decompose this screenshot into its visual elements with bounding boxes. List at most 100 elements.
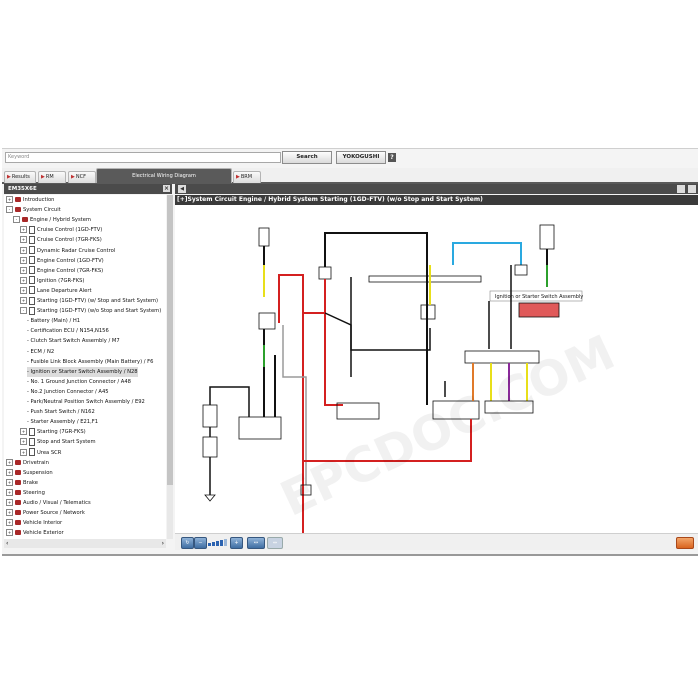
tree-item[interactable]: + Brake <box>6 478 38 488</box>
highlighted-switch-assembly[interactable] <box>518 302 560 318</box>
expand-icon[interactable]: + <box>6 196 13 203</box>
tree-item[interactable]: +Starting (1GD-FTV) (w/ Stop and Start S… <box>20 296 158 306</box>
export-icon[interactable] <box>688 185 696 193</box>
tree-item[interactable]: +Engine Control (1GD-FTV) <box>20 256 104 266</box>
tree-item[interactable]: - No. 1 Ground Junction Connector / A48 <box>27 377 131 387</box>
expand-icon[interactable]: + <box>6 499 13 506</box>
export-orange-icon[interactable] <box>676 537 694 549</box>
expand-icon[interactable]: + <box>20 236 27 244</box>
tab-brm[interactable]: ▶BRM <box>233 171 261 183</box>
expand-icon[interactable]: + <box>20 256 27 264</box>
zoom-out-icon[interactable]: − <box>194 537 207 549</box>
tree-item[interactable]: -System Circuit <box>6 205 61 215</box>
tree-item[interactable]: +Audio / Visual / Telematics <box>6 498 91 508</box>
fit-width-icon[interactable]: ↔ <box>247 537 265 549</box>
tree-item[interactable]: +Urea SCR <box>20 448 61 458</box>
expand-icon[interactable]: + <box>6 458 13 466</box>
tree-item-label: Cruise Control (7GR-FKS) <box>37 237 102 244</box>
search-button[interactable]: Search <box>282 151 332 164</box>
tree-item[interactable]: +Ignition (7GR-FKS) <box>20 276 84 286</box>
book-icon <box>15 207 21 213</box>
expand-icon[interactable]: + <box>6 509 13 517</box>
document-icon <box>29 437 35 446</box>
tab-results[interactable]: ▶Results <box>4 171 36 183</box>
collapse-icon[interactable]: - <box>13 216 20 224</box>
tree-item[interactable]: +Dynamic Radar Cruise Control <box>20 246 115 256</box>
wiring-diagram: Ignition or Starter Switch Assembly EPCD… <box>202 224 623 533</box>
tree-item[interactable]: +Lane Departure Alert <box>20 286 92 296</box>
tree-item-label: - Fusible Link Block Assembly (Main Batt… <box>27 358 154 365</box>
switch-component <box>539 224 555 250</box>
scroll-right-icon[interactable]: › <box>161 540 164 547</box>
tree-item[interactable]: +Power Source / Network <box>6 508 85 518</box>
expand-icon[interactable]: + <box>6 488 13 496</box>
tree-item-label: Brake <box>23 479 38 486</box>
tree-item[interactable]: + Cruise Control (1GD-FTV) <box>20 225 102 235</box>
tab-electrical-wiring-diagram[interactable]: Electrical Wiring Diagram <box>96 168 232 183</box>
tree-item[interactable]: +Drivetrain <box>6 458 49 468</box>
tree-item[interactable]: +Vehicle Exterior <box>6 528 64 538</box>
tree-item[interactable]: - Clutch Start Switch Assembly / M7 <box>27 336 120 346</box>
expand-icon[interactable]: + <box>6 478 13 486</box>
tree-item[interactable]: + Steering <box>6 488 45 498</box>
collapse-panel-icon[interactable]: ◀ <box>178 185 186 193</box>
tree-item[interactable]: - Fusible Link Block Assembly (Main Batt… <box>27 357 153 367</box>
tree-item[interactable]: - No.2 Junction Connector / A45 <box>27 387 109 397</box>
print-icon[interactable] <box>677 185 685 193</box>
tree-item[interactable]: -Starting (1GD-FTV) (w/o Stop and Start … <box>20 306 161 316</box>
tree-item[interactable]: - Push Start Switch / N162 <box>27 407 95 417</box>
tree-vertical-scrollbar[interactable] <box>167 195 173 539</box>
tree-item[interactable]: - Battery (Main) / H1 <box>27 316 80 326</box>
document-icon <box>29 246 35 254</box>
tree-item[interactable]: - Starter Assembly / E21,F1 <box>27 417 98 427</box>
expand-icon[interactable]: + <box>20 246 27 254</box>
scrollbar-thumb[interactable] <box>167 195 173 485</box>
refresh-icon[interactable]: ↻ <box>181 537 194 549</box>
expand-icon[interactable]: + <box>20 448 27 456</box>
expand-icon[interactable]: + <box>20 297 27 304</box>
tree-item[interactable]: -Engine / Hybrid System <box>13 215 91 225</box>
expand-icon[interactable]: + <box>20 276 27 284</box>
tree-item[interactable]: - ECM / N2 <box>27 347 54 357</box>
expand-icon[interactable]: + <box>20 286 27 294</box>
diagram-title: [+]System Circuit Engine / Hybrid System… <box>175 195 698 205</box>
expand-icon[interactable]: + <box>20 438 27 446</box>
tree-item[interactable]: - Park/Neutral Position Switch Assembly … <box>27 397 145 407</box>
left-panel-header: EM35X6E × <box>4 184 172 194</box>
tree-item[interactable]: +Stop and Start System <box>20 437 96 447</box>
collapse-icon[interactable]: - <box>6 206 13 214</box>
wire-red-hidden <box>325 313 471 405</box>
tree-item-label: Steering <box>23 489 45 496</box>
expand-icon[interactable]: + <box>6 468 13 476</box>
tree-item[interactable]: +Engine Control (7GR-FKS) <box>20 266 103 276</box>
search-input[interactable]: Keyword <box>5 152 281 163</box>
expand-icon[interactable]: + <box>20 428 27 436</box>
collapse-icon[interactable]: - <box>20 307 27 315</box>
tree-item[interactable]: +Introduction <box>6 195 54 205</box>
expand-icon[interactable]: + <box>20 266 27 274</box>
close-icon[interactable]: × <box>163 185 170 192</box>
tree-item-label: - Starter Assembly / E21,F1 <box>27 419 99 426</box>
tree-horizontal-scrollbar[interactable]: ‹ › <box>4 539 166 548</box>
expand-icon[interactable]: + <box>6 529 13 537</box>
tree-item[interactable]: +Suspension <box>6 468 53 478</box>
yokogushi-button[interactable]: YOKOGUSHI <box>336 151 386 164</box>
expand-icon[interactable]: + <box>20 226 27 234</box>
tree-item-label: Cruise Control (1GD-FTV) <box>37 227 103 234</box>
help-icon[interactable]: ? <box>388 153 396 162</box>
expand-icon[interactable]: + <box>6 519 13 527</box>
tree-item[interactable]: +Starting (7GR-FKS) <box>20 427 86 437</box>
wire-black <box>324 232 428 405</box>
tree-item[interactable]: - Ignition or Starter Switch Assembly / … <box>27 366 138 377</box>
scroll-left-icon[interactable]: ‹ <box>6 540 9 547</box>
fit-page-icon[interactable]: ⇔ <box>267 537 283 549</box>
tree-item[interactable]: + Cruise Control (7GR-FKS) <box>20 235 102 245</box>
zoom-in-icon[interactable]: + <box>230 537 243 549</box>
diagram-controls: ↻ − + ↔ ⇔ <box>175 533 698 550</box>
tree-item[interactable]: +Vehicle Interior <box>6 518 62 528</box>
wiring-diagram-canvas[interactable]: Ignition or Starter Switch Assembly EPCD… <box>175 205 698 533</box>
tab-ncf[interactable]: ▶NCF <box>68 171 96 183</box>
tab-rm[interactable]: ▶RM <box>38 171 66 183</box>
zoom-level-indicator[interactable] <box>208 539 228 546</box>
tree-item[interactable]: - Certification ECU / N154,N156 <box>27 326 109 336</box>
